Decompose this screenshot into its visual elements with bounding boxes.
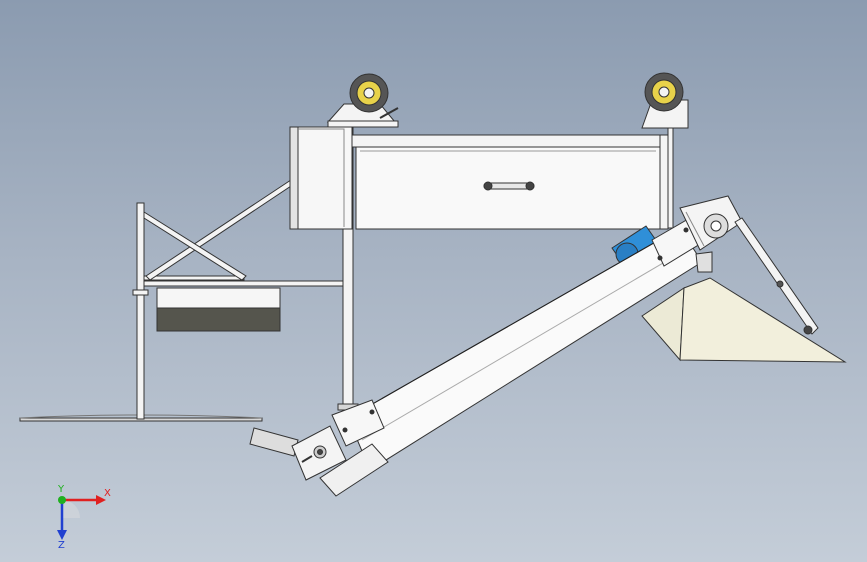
collection-tray[interactable]: [156, 287, 281, 332]
inclined-conveyor[interactable]: [319, 217, 703, 497]
coordinate-triad: X Z Y: [57, 484, 111, 548]
y-axis-dot: [58, 496, 66, 504]
left-support-post[interactable]: [132, 202, 149, 420]
discharge-hopper[interactable]: [641, 277, 847, 363]
upper-frame-housing[interactable]: [289, 126, 674, 230]
z-axis-label: Z: [58, 540, 65, 548]
triad-plane-shade: [62, 500, 80, 518]
x-axis-label: X: [104, 488, 111, 499]
diagonal-braces[interactable]: [143, 165, 316, 281]
y-axis-label: Y: [57, 484, 65, 495]
drawer-handle[interactable]: [483, 181, 535, 191]
conveyor-drive-head[interactable]: [679, 195, 743, 273]
caster-wheel-left[interactable]: [326, 73, 399, 128]
conveyor-feed-end[interactable]: [249, 425, 347, 481]
support-strut[interactable]: [734, 217, 819, 335]
caster-wheel-right[interactable]: [641, 72, 689, 129]
